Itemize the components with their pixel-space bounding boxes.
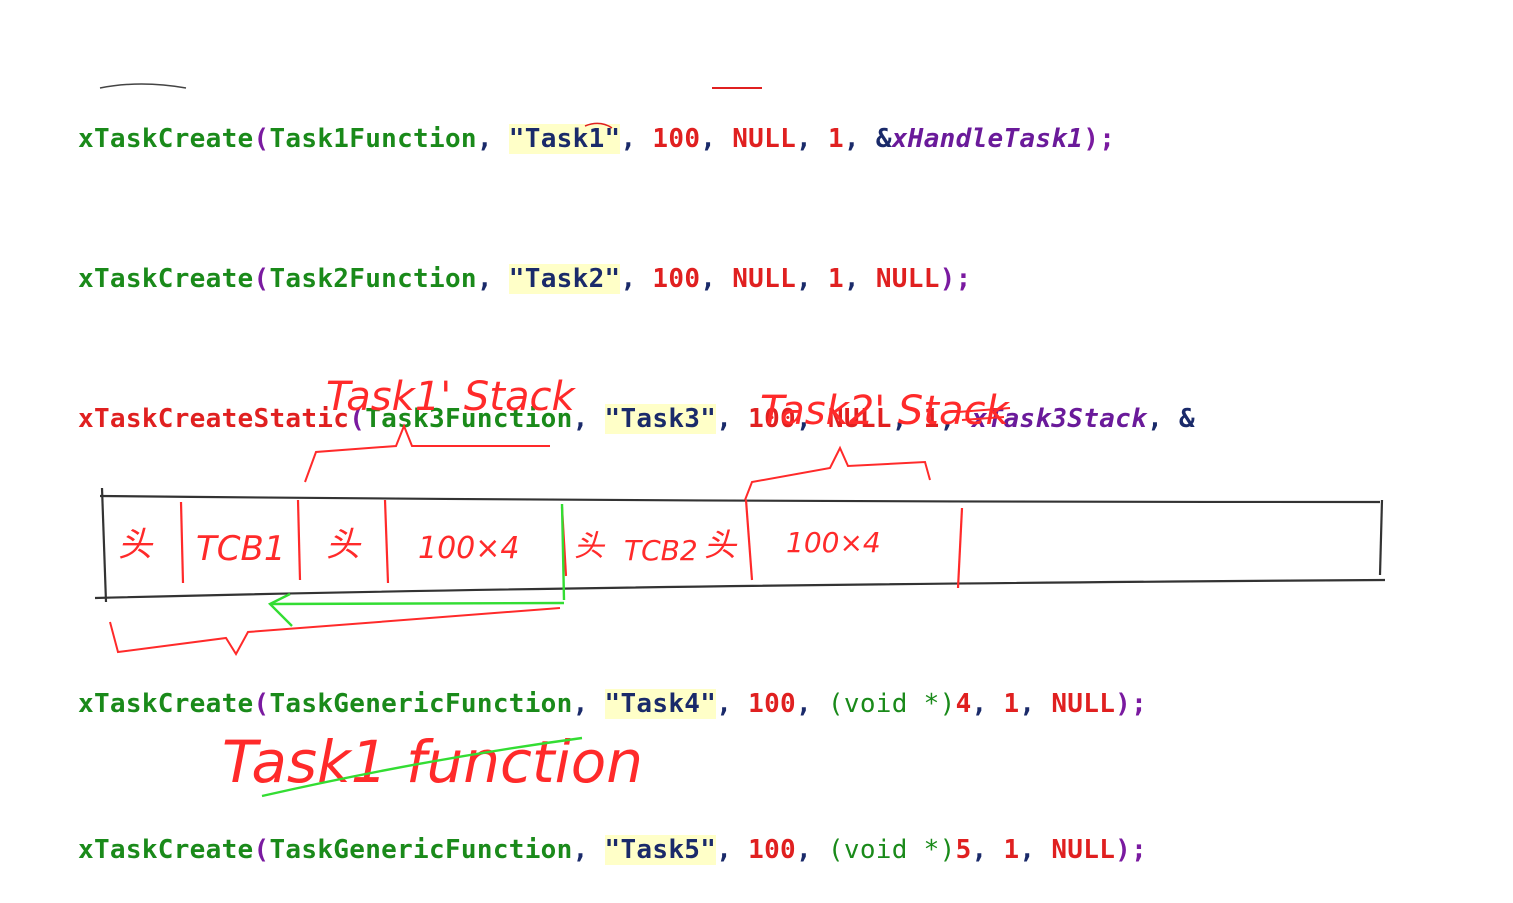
- stack-depth: 100: [748, 404, 796, 434]
- void-cast: (void *): [827, 689, 956, 719]
- handle-value: NULL: [1051, 689, 1116, 719]
- cell-header-2: 头: [326, 525, 362, 565]
- priority-value: 1: [827, 264, 844, 294]
- argument-function: Task1Function: [269, 124, 477, 154]
- param-value: NULL: [732, 124, 797, 154]
- priority-value: 1: [1003, 835, 1020, 865]
- task2-stack-brace: [744, 445, 931, 501]
- void-cast: (void *): [827, 835, 956, 865]
- task-name-string: "Task5": [604, 835, 717, 865]
- cell-header-3: 头: [574, 529, 606, 564]
- priority-value: 1: [827, 124, 844, 154]
- cell-tcb-2: TCB2: [624, 534, 698, 567]
- task1-stack-label: Task1' Stack: [326, 374, 576, 420]
- param-value: NULL: [827, 404, 892, 434]
- handle-value: NULL: [1051, 835, 1116, 865]
- param-value: 4: [955, 689, 972, 719]
- memory-diagram: 头 TCB1 头 100×4 头 TCB2 头 100×4 Task1' Sta…: [94, 83, 1386, 798]
- argument-function: TaskGenericFunction: [269, 689, 573, 719]
- function-name: xTaskCreate: [78, 835, 254, 865]
- code-line-2: xTaskCreate(Task2Function, "Task2", 100,…: [78, 264, 972, 294]
- stack-depth: 100: [652, 124, 701, 154]
- argument-function: Task2Function: [269, 264, 477, 294]
- cell-header-1: 头: [118, 525, 154, 565]
- task-name-string: "Task1": [508, 124, 621, 154]
- cell-tcb-1: TCB1: [196, 529, 285, 569]
- cell-stack-1: 100×4: [418, 531, 519, 566]
- task1-stack-brace: [304, 423, 550, 483]
- green-arrow: [267, 503, 566, 627]
- priority-value: 1: [1003, 689, 1020, 719]
- task-name-string: "Task2": [508, 264, 621, 294]
- task-name-string: "Task3": [604, 404, 717, 434]
- argument-function: TaskGenericFunction: [269, 835, 573, 865]
- handle-value: NULL: [875, 264, 940, 294]
- code-line-5: xTaskCreate(TaskGenericFunction, "Task5"…: [78, 835, 1148, 865]
- cell-dividers: [179, 499, 964, 589]
- cell-header-4: 头: [704, 526, 738, 564]
- function-name: xTaskCreateStatic: [78, 404, 350, 434]
- code-line-1: xTaskCreate(Task1Function, "Task1", 100,…: [78, 124, 1116, 154]
- priority-value: 1: [923, 404, 940, 434]
- param-value: 5: [955, 835, 972, 865]
- stack-depth: 100: [748, 835, 796, 865]
- param-value: NULL: [732, 264, 797, 294]
- code-line-4: xTaskCreate(TaskGenericFunction, "Task4"…: [78, 689, 1148, 719]
- argument-function: Task3Function: [365, 404, 573, 434]
- stack-depth: 100: [652, 264, 701, 294]
- task-name-string: "Task4": [604, 689, 717, 719]
- stack-depth: 100: [748, 689, 796, 719]
- function-name: xTaskCreate: [78, 264, 254, 294]
- function-name: xTaskCreate: [78, 124, 254, 154]
- memory-bar: [94, 487, 1386, 603]
- task1-function-brace: [109, 607, 561, 656]
- function-name: xTaskCreate: [78, 689, 254, 719]
- handle-variable: xHandleTask1: [891, 124, 1084, 154]
- cell-stack-2: 100×4: [786, 526, 881, 559]
